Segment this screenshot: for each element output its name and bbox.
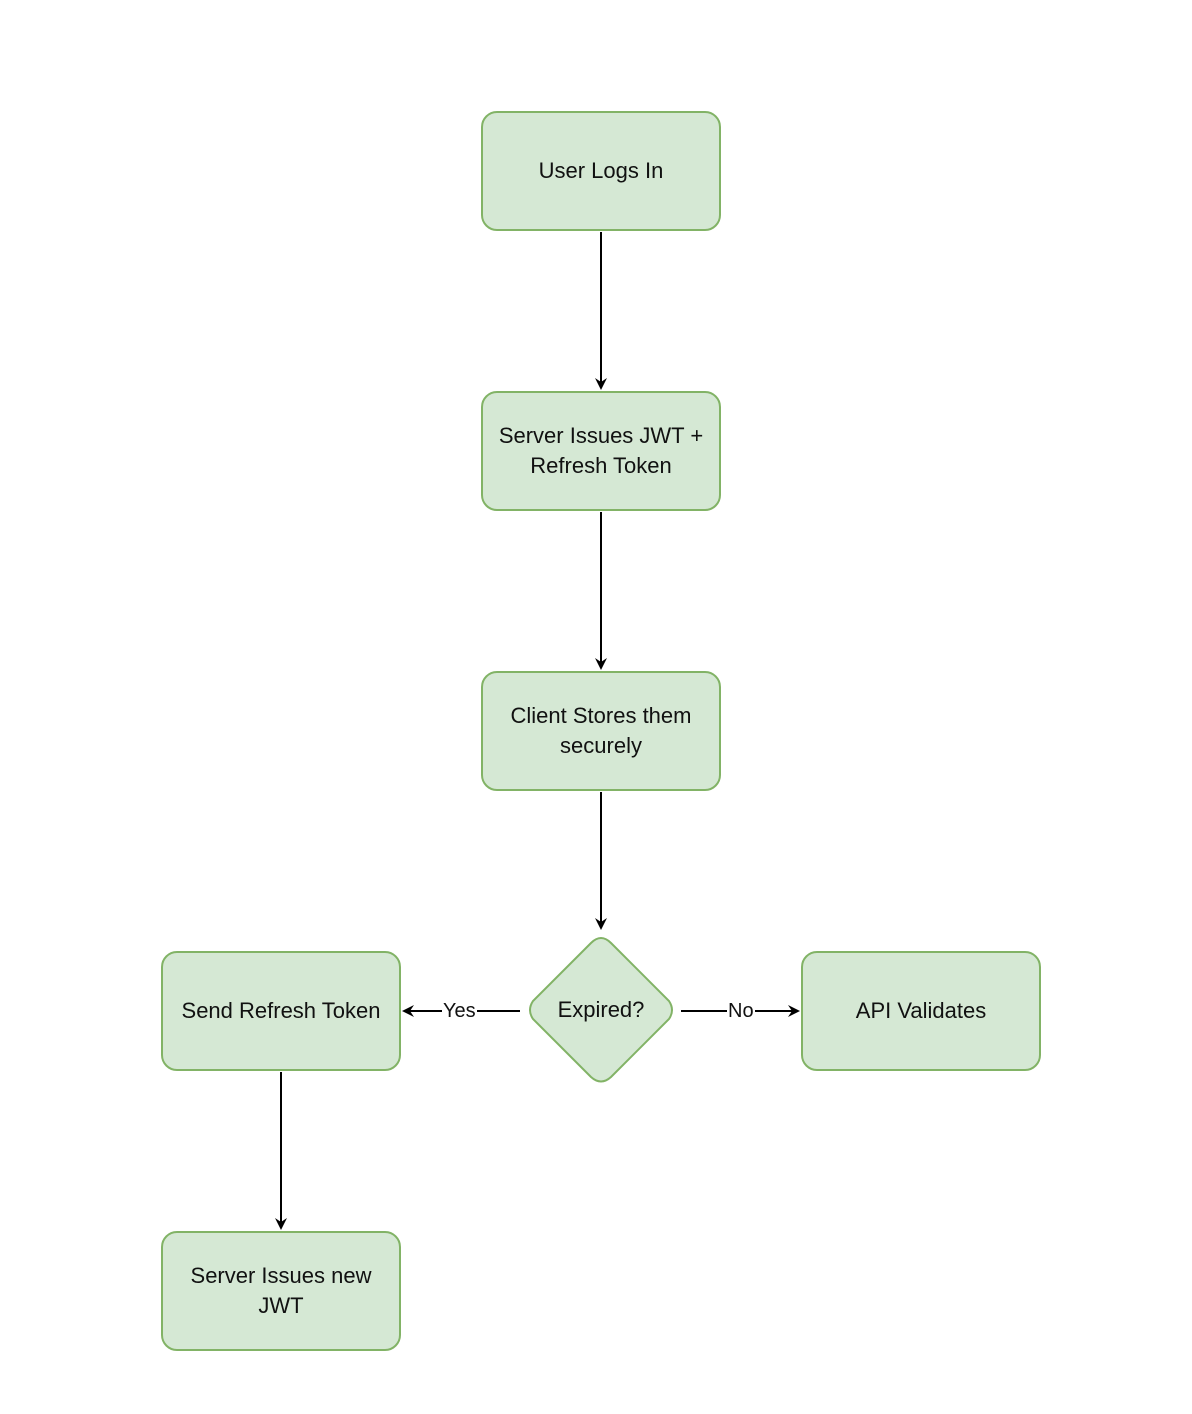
node-client-stores: Client Stores them securely: [481, 671, 721, 791]
node-api-validates-label: API Validates: [855, 998, 987, 1023]
node-server-issues-new-jwt: Server Issues new JWT: [161, 1231, 401, 1351]
node-server-issues-jwt-label: Server Issues JWT + Refresh Token: [498, 423, 704, 478]
node-client-stores-label: Client Stores them securely: [510, 703, 692, 758]
node-user-logs-in: User Logs In: [481, 111, 721, 231]
edge-no-label: No: [727, 1000, 755, 1022]
decision-diamond-shape: [529, 936, 673, 1083]
node-expired-label: Expired?: [557, 997, 645, 1022]
edge-yes-label: Yes: [442, 1000, 477, 1022]
node-send-refresh-token-label: Send Refresh Token: [181, 998, 381, 1023]
node-api-validates: API Validates: [801, 951, 1041, 1071]
node-server-issues-jwt: Server Issues JWT + Refresh Token: [481, 391, 721, 511]
node-server-issues-new-jwt-label: Server Issues new JWT: [190, 1263, 372, 1318]
node-send-refresh-token: Send Refresh Token: [161, 951, 401, 1071]
node-user-logs-in-label: User Logs In: [538, 158, 664, 183]
